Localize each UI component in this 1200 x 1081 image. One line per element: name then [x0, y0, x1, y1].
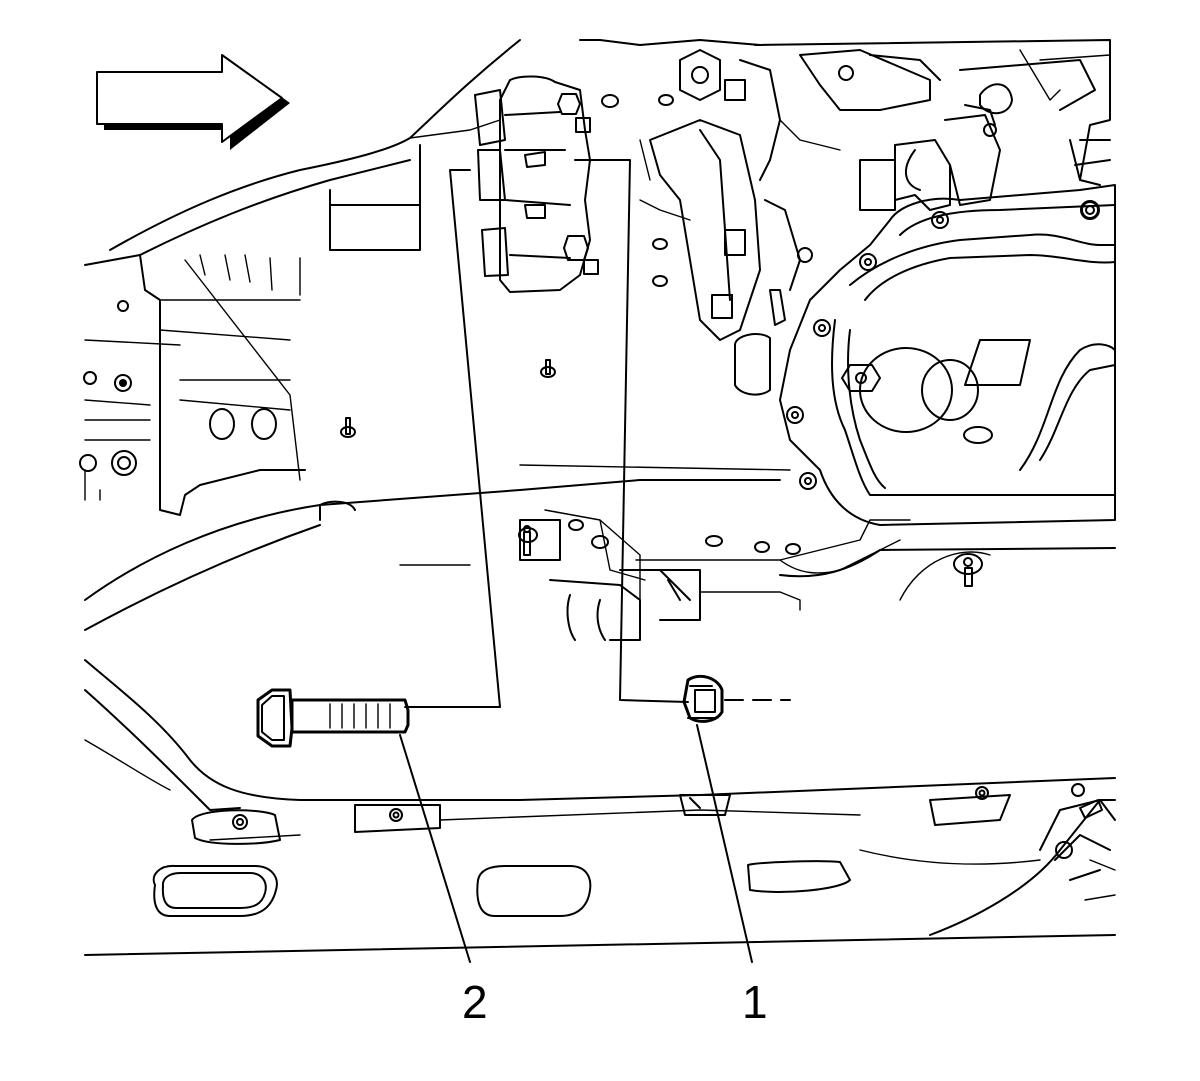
cover-bolt-icon — [841, 364, 881, 392]
stud-icon — [540, 359, 556, 378]
lower-fastener-icon — [929, 783, 1103, 826]
callout-leaders — [399, 724, 753, 963]
cover-bolt-icon — [813, 319, 831, 337]
transmission-mount — [474, 75, 599, 293]
callout-1-label: 1 — [742, 976, 768, 1028]
transmission-housing — [579, 39, 1116, 526]
arrow-right-icon — [96, 54, 290, 150]
vehicle-underbody — [79, 39, 1116, 956]
cover-bolt-icon — [799, 472, 817, 490]
exploded-view-lines — [404, 159, 791, 708]
cover-bolt-icon — [1080, 200, 1100, 220]
nut-icon — [682, 674, 724, 723]
callout-2-label: 2 — [462, 976, 488, 1028]
stud-icon — [518, 525, 538, 556]
cover-bolt-icon — [786, 406, 804, 424]
mount-bolt-icon — [563, 235, 599, 275]
bolt-icon — [256, 688, 410, 748]
mount-bolt-icon — [557, 93, 591, 133]
cover-bolt-icon — [931, 211, 949, 229]
lower-fastener-icon — [191, 809, 281, 845]
stud-icon — [953, 553, 983, 587]
stud-icon — [340, 417, 356, 438]
cover-bolt-icon — [859, 253, 877, 271]
lower-fastener-icon — [679, 794, 731, 816]
lower-fastener-icon — [354, 804, 441, 833]
